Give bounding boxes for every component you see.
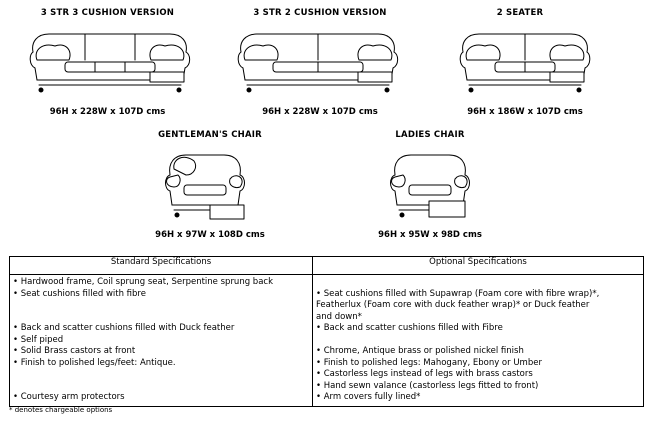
standard-spec-line: • Seat cushions filled with fibre: [13, 288, 146, 299]
optional-specs-cell: • Seat cushions filled with Supawrap (Fo…: [312, 274, 644, 407]
title-gentlemans-chair: GENTLEMAN'S CHAIR: [158, 130, 262, 140]
optional-spec-line: • Back and scatter cushions filled with …: [316, 323, 503, 333]
sofa-3str-3cushion-drawing: [29, 33, 191, 93]
specifications-table: Standard Specifications Optional Specifi…: [9, 256, 644, 407]
sofa-3str-2cushion-drawing: [237, 33, 399, 93]
optional-spec-line: Featherlux (Foam core with duck feather …: [316, 300, 590, 310]
dims-3str-2cushion: 96H x 228W x 107D cms: [262, 107, 378, 117]
title-ladies-chair: LADIES CHAIR: [395, 130, 465, 140]
standard-spec-line: • Hardwood frame, Coil sprung seat, Serp…: [13, 277, 274, 287]
dims-2-seater: 96H x 186W x 107D cms: [467, 107, 583, 117]
dims-gentlemans-chair: 96H x 97W x 108D cms: [155, 230, 265, 240]
standard-specs-header: Standard Specifications: [9, 256, 313, 275]
title-2-seater: 2 SEATER: [496, 8, 544, 18]
gentlemans-chair-drawing: [165, 154, 245, 220]
optional-spec-line: • Chrome, Antique brass or polished nick…: [316, 346, 524, 356]
optional-specs-header: Optional Specifications: [312, 256, 644, 275]
dims-3str-3cushion: 96H x 228W x 107D cms: [49, 107, 166, 117]
standard-spec-line: • Solid Brass castors at front: [13, 346, 136, 356]
ladies-chair-drawing: [390, 154, 470, 218]
title-3str-3cushion: 3 STR 3 CUSHION VERSION: [40, 8, 175, 18]
standard-spec-line: • Courtesy arm protectors: [13, 392, 125, 402]
optional-spec-line: • Finish to polished legs: Mahogany, Ebo…: [316, 357, 542, 368]
dims-ladies-chair: 96H x 95W x 98D cms: [378, 230, 482, 240]
standard-spec-line: • Self piped: [13, 334, 64, 345]
standard-specs-cell: • Hardwood frame, Coil sprung seat, Serp…: [9, 274, 313, 407]
optional-spec-line: • Hand sewn valance (castorless legs fit…: [316, 380, 539, 391]
optional-spec-line: • Arm covers fully lined*: [316, 392, 421, 402]
standard-spec-line: • Finish to polished legs/feet: Antique.: [13, 357, 176, 368]
sofa-2-seater-drawing: [459, 33, 591, 93]
optional-spec-line: • Seat cushions filled with Supawrap (Fo…: [316, 288, 600, 299]
optional-spec-line: • Castorless legs instead of legs with b…: [316, 369, 533, 379]
chargeable-footnote: * denotes chargeable options: [9, 406, 113, 414]
standard-spec-line: • Back and scatter cushions filled with …: [13, 323, 235, 333]
optional-spec-line: and down*: [316, 311, 362, 322]
title-3str-2cushion: 3 STR 2 CUSHION VERSION: [253, 8, 387, 18]
